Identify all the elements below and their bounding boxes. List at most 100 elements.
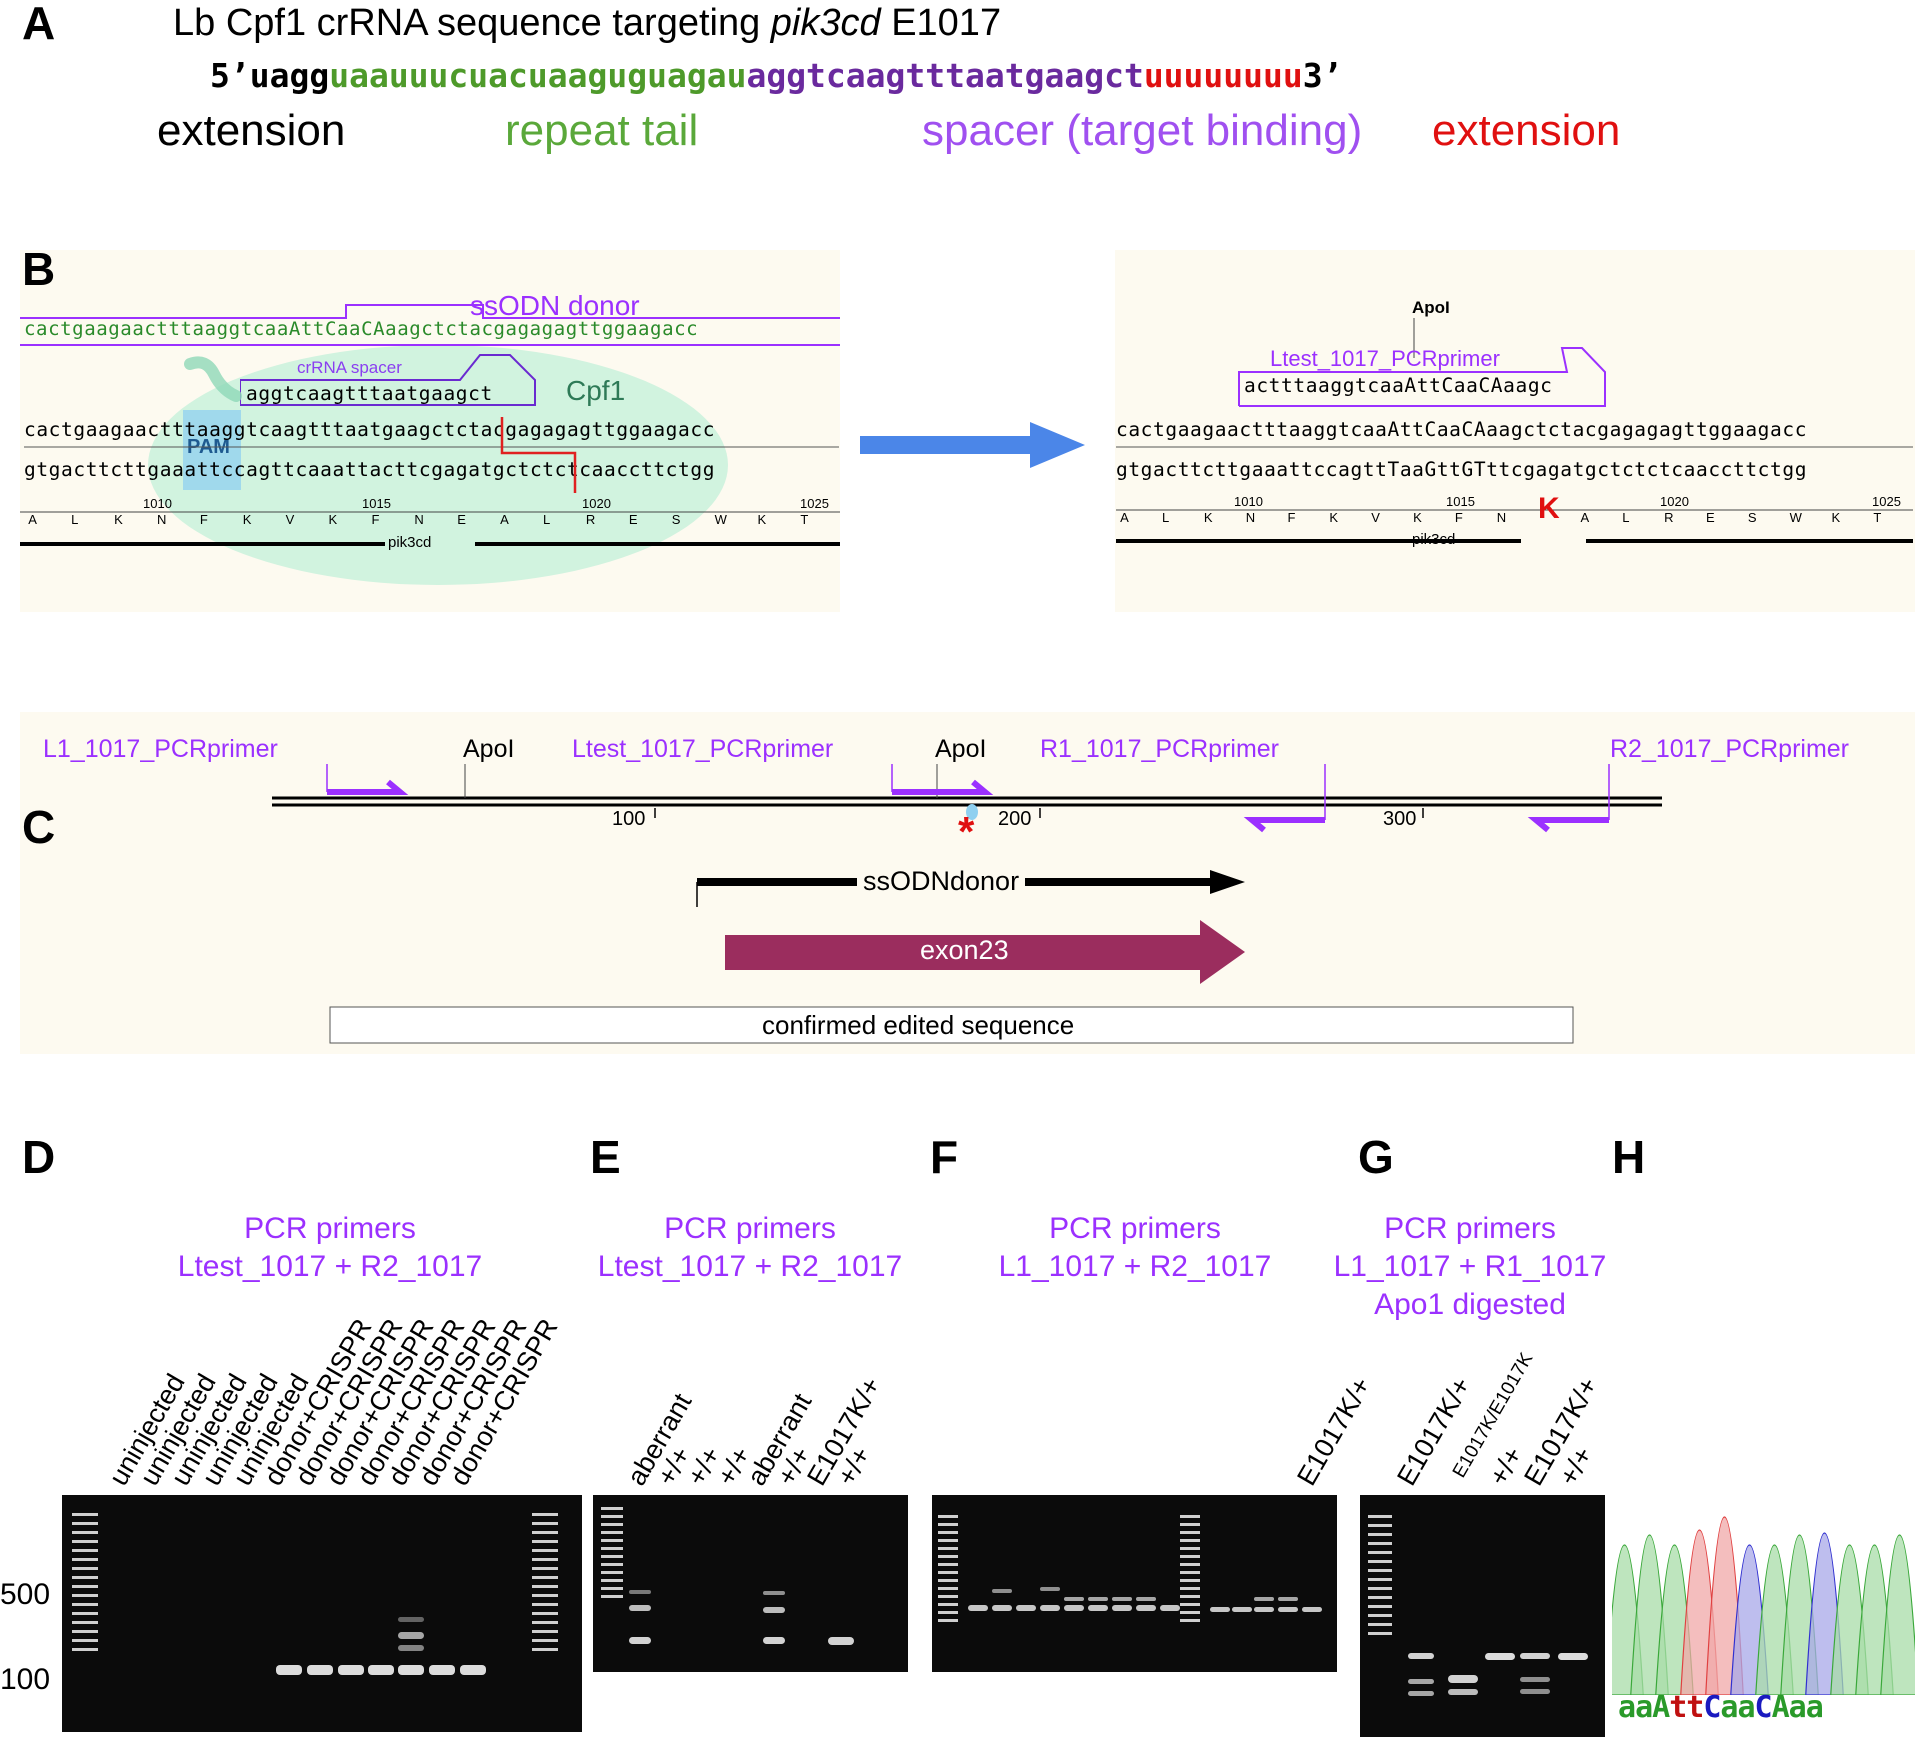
left-scale (24, 446, 839, 448)
panel-e-letter: E (590, 1131, 621, 1183)
ladder-band (601, 1563, 623, 1566)
pam-highlight (183, 410, 241, 490)
base-call: a (1618, 1690, 1636, 1725)
amino-acid: E (1705, 510, 1715, 525)
gel-band (398, 1617, 424, 1622)
ladder-band (1368, 1560, 1392, 1563)
base-call: A (1771, 1690, 1790, 1725)
gel-band (276, 1665, 302, 1675)
gel-band (763, 1591, 785, 1595)
donor-bracket (20, 304, 840, 346)
gel-band (1040, 1587, 1060, 1591)
gel-band (429, 1665, 455, 1675)
confirmed-edited-label: confirmed edited sequence (762, 1010, 1075, 1040)
cut-site (500, 417, 577, 493)
ladder-band (72, 1594, 98, 1597)
gel-band (1112, 1597, 1132, 1601)
ladder-band (532, 1594, 558, 1597)
amino-acid: K (1831, 510, 1841, 525)
panel-d-title-1: PCR primers (244, 1212, 416, 1245)
amino-acid: L (543, 512, 551, 527)
ladder-band (1180, 1595, 1200, 1598)
gel-band (1088, 1605, 1108, 1611)
ladder-band (532, 1585, 558, 1588)
crrna-label: crRNA spacer (297, 358, 402, 377)
title-gene: pik3cd (770, 2, 881, 44)
ladder-band (532, 1558, 558, 1561)
title-prefix: Lb Cpf1 crRNA sequence targeting (173, 2, 771, 44)
base-call: C (1703, 1690, 1721, 1725)
amino-acid: V (1371, 510, 1380, 525)
ladder-band (1180, 1539, 1200, 1542)
ladder-band (532, 1603, 558, 1606)
ladder-band (72, 1576, 98, 1579)
donor-label: ssODN donor (470, 290, 640, 321)
panel-g-title-2: L1_1017 + R1_1017 (1333, 1250, 1607, 1283)
ladder-band (938, 1571, 958, 1574)
seq-3prime: 3’ (1302, 56, 1343, 95)
ladder-band (938, 1603, 958, 1606)
amino-acid: A (1120, 510, 1129, 525)
panel-f-title: PCR primers L1_1017 + R2_1017 (965, 1210, 1305, 1286)
ladder-band (72, 1648, 98, 1651)
ladder-band (532, 1639, 558, 1642)
primer-ltest-label: Ltest_1017_PCRprimer (572, 735, 834, 763)
ladder-band (1368, 1515, 1392, 1518)
left-gene-label: pik3cd (388, 534, 432, 551)
panel-g-title-1: PCR primers (1384, 1212, 1556, 1245)
amino-acid: N (414, 512, 424, 527)
ladder-band (1368, 1623, 1392, 1626)
amino-acid: W (714, 512, 727, 527)
left-aa-axis (20, 511, 840, 513)
ladder-band (1180, 1611, 1200, 1614)
ladder-band (72, 1549, 98, 1552)
amino-acid: K (757, 512, 767, 527)
right-scale (1116, 446, 1913, 448)
right-enzyme: ApoI (1412, 298, 1450, 317)
ladder-band (532, 1549, 558, 1552)
left-tick-3: 1020 (582, 496, 611, 511)
panel-d-gel (62, 1495, 582, 1732)
amino-acid: K (328, 512, 338, 527)
ladder-band (1180, 1523, 1200, 1526)
panel-e-title: PCR primers Ltest_1017 + R2_1017 (580, 1210, 920, 1286)
ladder-band (938, 1595, 958, 1598)
base-call: C (1754, 1690, 1773, 1725)
right-bottom-strand: gtgacttcttgaaattccagttTaaGttGTttcgagatgc… (1116, 458, 1808, 481)
amino-acid: F (371, 512, 380, 527)
panel-f-title-1: PCR primers (1049, 1212, 1221, 1245)
amino-acid: A (500, 512, 509, 527)
base-call: a (1635, 1690, 1653, 1725)
gel-band (368, 1665, 394, 1675)
right-gene-label: pik3cd (1412, 531, 1456, 548)
right-tick-4: 1025 (1872, 494, 1901, 509)
seq-ext: uuuuuuuu (1143, 56, 1303, 95)
chromatogram-bases: aaAttCaaCAaa (1618, 1690, 1824, 1725)
amino-acid: K (114, 512, 123, 527)
ladder-band (72, 1513, 98, 1516)
seq-spacer: aggtcaagtttaatgaagct (746, 56, 1144, 95)
gel-band (460, 1665, 486, 1675)
label-spacer: spacer (target binding) (922, 106, 1363, 155)
left-gene-bar (20, 542, 840, 546)
ladder-band (938, 1619, 958, 1622)
amino-acid: L (1162, 510, 1170, 525)
ladder-band (938, 1547, 958, 1550)
ladder-band (532, 1567, 558, 1570)
ladder-band (72, 1531, 98, 1534)
right-gene-bar (1116, 539, 1913, 543)
gel-band (1064, 1597, 1084, 1601)
panel-b-letter: B (22, 243, 56, 295)
ladder-band (1368, 1551, 1392, 1554)
panel-e-title-1: PCR primers (664, 1212, 836, 1245)
left-bottom-strand: gtgacttcttgaaattccagttcaaattacttcgagatgc… (24, 458, 716, 481)
label-extension-1: extension (157, 106, 346, 155)
gel-band (968, 1605, 988, 1611)
ladder-band (1368, 1524, 1392, 1527)
panel-d-title: PCR primers Ltest_1017 + R2_1017 (140, 1210, 520, 1286)
right-primer-box (1238, 347, 1606, 407)
label-repeat-tail: repeat tail (505, 106, 699, 155)
amino-acid: A (28, 512, 37, 527)
gel-band (763, 1607, 785, 1613)
